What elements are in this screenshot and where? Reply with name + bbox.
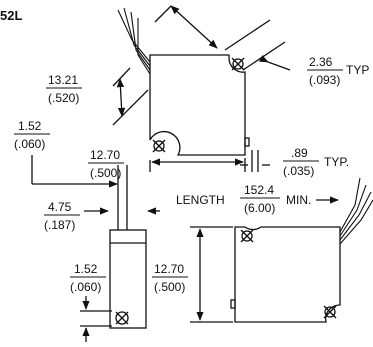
bottom-width-mm: 12.70 — [90, 148, 120, 162]
top-leads — [117, 7, 151, 75]
top-part-hole-lower — [153, 140, 165, 152]
top-width-mm: 13.21 — [48, 73, 78, 87]
pad-in: (.035) — [283, 164, 314, 178]
bottom-part-hole-lower — [324, 306, 336, 318]
height-in: (.500) — [154, 280, 185, 294]
height-mm: 12.70 — [154, 262, 184, 276]
thickness-mm: 4.75 — [48, 200, 72, 214]
thickness-in: (.187) — [44, 218, 75, 232]
lead-length-in: (6.00) — [244, 201, 275, 215]
hole-offset-mm: 1.52 — [74, 262, 98, 276]
pad-mm: .89 — [291, 146, 308, 160]
corner-radius-suffix: TYP — [346, 63, 369, 77]
lead-length-label: LENGTH — [176, 193, 225, 207]
bottom-width-in: (.500) — [90, 166, 121, 180]
top-width-in: (.520) — [48, 91, 79, 105]
side-offset-mm: 1.52 — [18, 119, 42, 133]
top-part-hole-upper — [232, 58, 244, 70]
side-view-body — [109, 229, 147, 329]
lead-length-mm: 152.4 — [244, 183, 274, 197]
bottom-part-pad — [230, 299, 236, 309]
lead-length-suffix: MIN. — [286, 193, 311, 207]
pad-suffix: TYP. — [324, 155, 349, 169]
top-part-pad — [244, 137, 250, 147]
bottom-leads — [339, 177, 373, 245]
corner-radius-mm: 2.36 — [309, 55, 333, 69]
part-id: 52L — [0, 8, 22, 23]
side-view-hole — [115, 311, 129, 325]
bottom-part-outline — [234, 226, 341, 323]
corner-radius-in: (.093) — [309, 73, 340, 87]
top-part-outline — [149, 54, 246, 156]
bottom-part-hole-upper — [241, 230, 253, 242]
hole-offset-in: (.060) — [70, 280, 101, 294]
side-offset-in: (.060) — [14, 137, 45, 151]
